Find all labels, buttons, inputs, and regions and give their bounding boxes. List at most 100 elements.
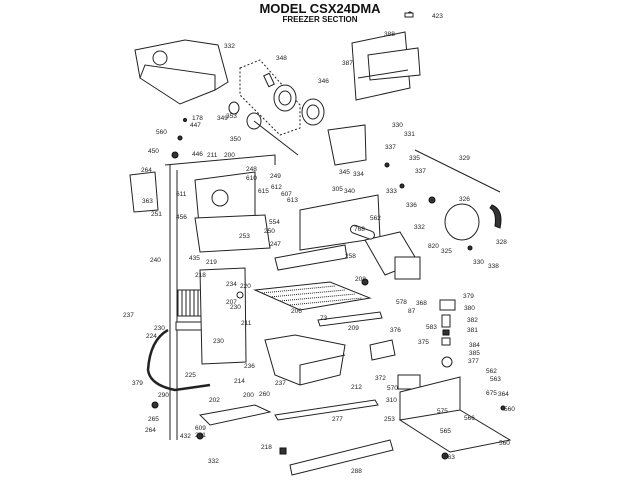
fill-tube-rod	[414, 149, 501, 193]
ice-maker-bracket	[489, 204, 502, 229]
part-number-labels: 4233323883873483463533491784473505603303…	[123, 13, 515, 475]
part-label-247: 247	[270, 241, 281, 248]
part-label-261: 261	[195, 432, 206, 439]
part-label-211: 211	[241, 320, 252, 327]
part-label-178: 178	[192, 115, 203, 122]
part-label-337: 337	[415, 168, 426, 175]
part-label-248: 248	[246, 166, 257, 173]
part-label-253: 253	[384, 416, 395, 423]
part-label-277: 277	[332, 416, 343, 423]
part-label-768: 768	[354, 226, 365, 233]
part-label-375: 375	[418, 339, 429, 346]
ice-maker-housing	[444, 203, 480, 241]
part-label-230: 230	[230, 304, 241, 311]
dispenser-switch	[439, 299, 456, 368]
dispenser-door	[351, 31, 421, 101]
part-label-348: 348	[276, 55, 287, 62]
part-label-230: 230	[154, 325, 165, 332]
part-label-350: 350	[230, 136, 241, 143]
part-label-249: 249	[270, 173, 281, 180]
part-label-615: 615	[258, 188, 269, 195]
part-label-265: 265	[148, 416, 159, 423]
part-label-214: 214	[234, 378, 245, 385]
part-label-353: 353	[226, 113, 237, 120]
part-label-566: 566	[464, 415, 475, 422]
part-label-340: 340	[344, 188, 355, 195]
part-label-450: 450	[148, 148, 159, 155]
evaporator-cover	[199, 267, 247, 365]
part-label-560: 560	[156, 129, 167, 136]
diagram-title: MODEL CSX24DMA	[259, 1, 381, 16]
part-label-206: 206	[291, 308, 302, 315]
part-label-330: 330	[473, 259, 484, 266]
part-label-335: 335	[409, 155, 420, 162]
part-label-208: 208	[355, 276, 366, 283]
part-label-612: 612	[271, 184, 282, 191]
part-label-332: 332	[208, 458, 219, 465]
part-label-326: 326	[459, 196, 470, 203]
part-label-251: 251	[151, 211, 162, 218]
part-label-212: 212	[351, 384, 362, 391]
part-label-377: 377	[468, 358, 479, 365]
part-label-209: 209	[348, 325, 359, 332]
wire-shelf	[253, 281, 372, 311]
drain-hose	[146, 328, 211, 392]
part-label-575: 575	[437, 408, 448, 415]
machine-compartment-base	[398, 376, 512, 453]
part-label-563: 563	[490, 376, 501, 383]
ice-bin	[264, 334, 346, 386]
auger-rollers	[228, 72, 325, 156]
part-label-220: 220	[240, 283, 251, 290]
part-label-73: 73	[320, 315, 328, 322]
part-label-224: 224	[146, 333, 157, 340]
part-label-432: 432	[180, 433, 191, 440]
toe-grille	[289, 439, 394, 476]
part-label-338: 338	[488, 263, 499, 270]
part-label-219: 219	[206, 259, 217, 266]
part-label-332: 332	[414, 224, 425, 231]
part-label-675: 675	[486, 390, 497, 397]
part-label-379: 379	[463, 293, 474, 300]
hardware	[151, 11, 506, 460]
ice-maker	[349, 224, 421, 280]
part-label-435: 435	[189, 255, 200, 262]
part-label-260: 260	[259, 391, 270, 398]
auger-area-outline	[239, 59, 301, 136]
shelf-front-rail	[274, 244, 348, 271]
part-label-382: 382	[467, 317, 478, 324]
part-label-560: 560	[504, 406, 515, 413]
part-label-333: 333	[386, 188, 397, 195]
part-label-578: 578	[396, 299, 407, 306]
part-label-337: 337	[385, 144, 396, 151]
part-label-207: 207	[226, 299, 237, 306]
part-label-610: 610	[246, 175, 257, 182]
part-label-423: 423	[432, 13, 443, 20]
part-label-562: 562	[486, 368, 497, 375]
part-label-570: 570	[387, 385, 398, 392]
part-label-237: 237	[275, 380, 286, 387]
part-label-200: 200	[224, 152, 235, 159]
part-label-258: 258	[345, 253, 356, 260]
part-label-456: 456	[176, 214, 187, 221]
part-label-200: 200	[243, 392, 254, 399]
drain-pan	[198, 404, 272, 426]
part-label-609: 609	[195, 425, 206, 432]
part-label-332: 332	[224, 43, 235, 50]
part-label-554: 554	[269, 219, 280, 226]
part-label-218: 218	[261, 444, 272, 451]
part-label-565: 565	[440, 428, 451, 435]
part-label-385: 385	[469, 350, 480, 357]
part-label-372: 372	[375, 375, 386, 382]
part-label-380: 380	[464, 305, 475, 312]
part-label-290: 290	[158, 392, 169, 399]
part-label-87: 87	[408, 308, 416, 315]
part-label-325: 325	[441, 248, 452, 255]
fan-motor	[397, 374, 421, 390]
bottom-channel	[274, 399, 379, 421]
part-label-264: 264	[145, 427, 156, 434]
part-label-607: 607	[281, 191, 292, 198]
part-label-563: 563	[444, 454, 455, 461]
part-label-613: 613	[287, 197, 298, 204]
part-label-310: 310	[386, 397, 397, 404]
part-label-264: 264	[141, 167, 152, 174]
